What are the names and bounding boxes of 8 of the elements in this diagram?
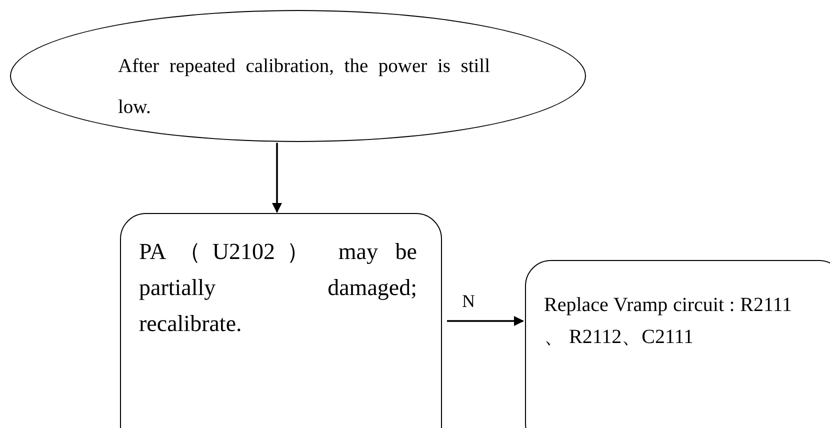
condition-text: After repeated calibration, the power is still low. xyxy=(118,55,490,120)
start-ellipse xyxy=(10,10,586,142)
process-box xyxy=(120,213,442,428)
arrow xyxy=(272,142,282,213)
process-box xyxy=(525,260,830,428)
arrow xyxy=(447,316,524,326)
step-text: PA（U2102） may be partially damaged; recalibrate. xyxy=(139,238,417,338)
step-text: Replace Vramp circuit : R2111 、 R2112、C2111 xyxy=(544,293,792,350)
